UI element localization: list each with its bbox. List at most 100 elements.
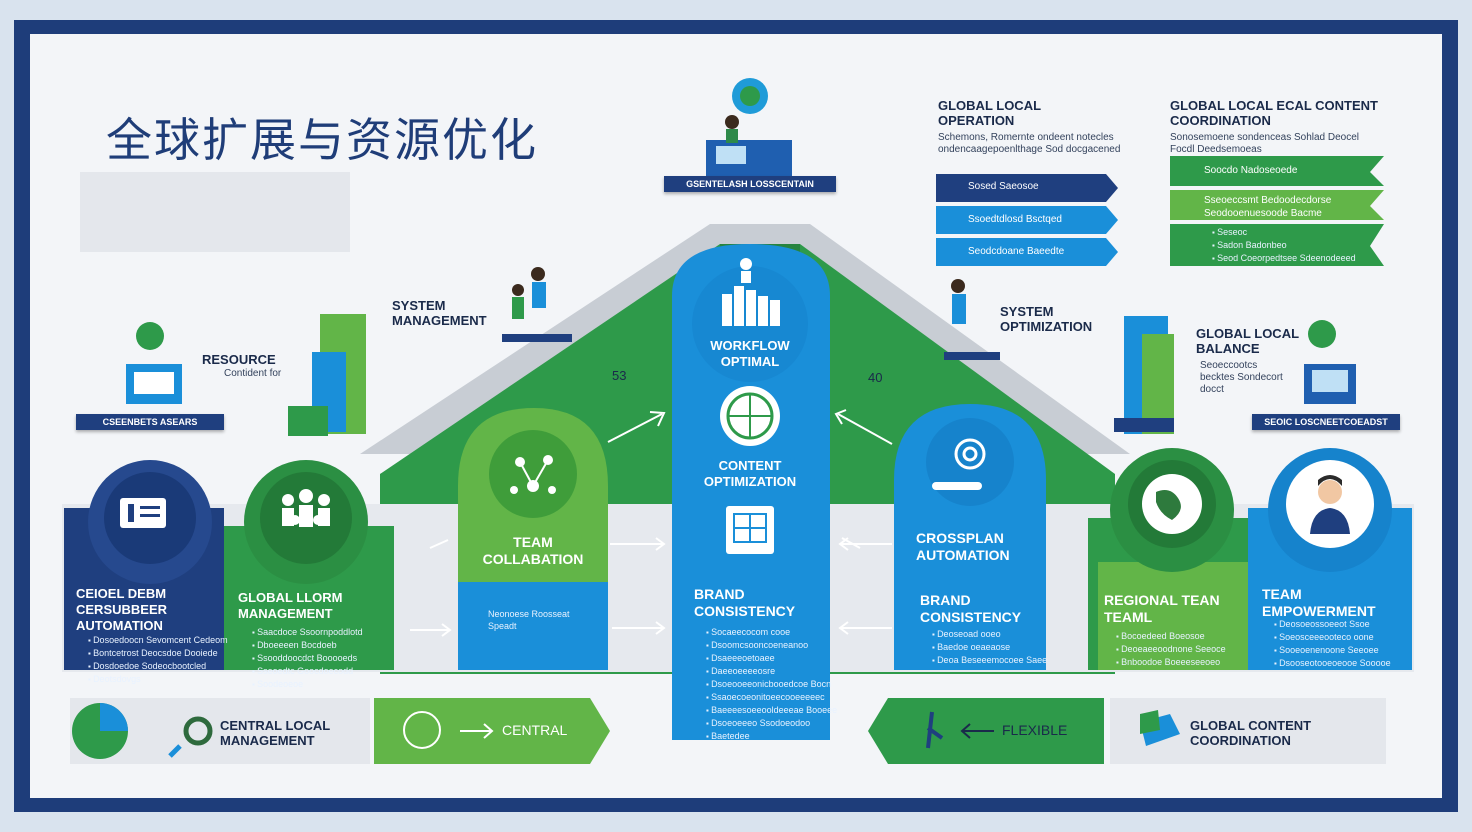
document-icon xyxy=(120,498,166,528)
list-item: Deoa Beseeemocoee Saee xyxy=(932,654,1052,667)
list-item: Sseoedtc Goocdoecodd xyxy=(252,665,402,678)
left-plinth: CSEENBETS ASEARS xyxy=(76,414,224,430)
banner-green-2 xyxy=(1170,190,1384,220)
list-item: Dsaeeeoetoaee xyxy=(706,652,840,665)
list-item: Dboeeeen Bocdoeb xyxy=(252,639,402,652)
list-item: Saacdoce Ssoornpoddlotd xyxy=(252,626,402,639)
list-item: Baetedee xyxy=(706,730,840,743)
bottom-left-label: CENTRAL LOCAL MANAGEMENT xyxy=(220,718,331,748)
list-item: Soodeoeoe xyxy=(252,678,402,691)
global-content-coordination-heading: GLOBAL LOCAL ECAL CONTENT COORDINATION xyxy=(1170,98,1378,128)
col5-circle xyxy=(926,418,1014,506)
people-group-icon xyxy=(282,489,330,527)
top-center-plinth: GSENTELASH LOSSCENTAIN xyxy=(664,176,836,192)
network-icon xyxy=(510,455,556,494)
col4-mid-label: CONTENT OPTIMIZATION xyxy=(703,458,797,489)
list-item: Deoseoad ooeo xyxy=(932,628,1052,641)
shield-icon xyxy=(403,711,441,749)
presenter-figure xyxy=(725,115,739,129)
page-title: 全球扩展与资源优化 xyxy=(106,113,538,167)
list-item: Dosoedoocn Sevomcent Cedeom xyxy=(88,634,234,647)
list-item: Socaeecocom cooe xyxy=(706,626,840,639)
global-content-coordination-sub: Sonosemoene sondenceas Sohlad Deocel Foc… xyxy=(1170,132,1360,155)
banner-green-1-label: Soocdo Nadoseoede xyxy=(1204,165,1298,176)
col5-label2: BRAND CONSISTENCY xyxy=(920,592,1022,625)
col1-bullets: Dosoedoocn Sevomcent Cedeom Bontcetrost … xyxy=(76,634,234,686)
resource-label: RESOURCE xyxy=(202,352,276,367)
list-item: Bnboodoe Boeeeseeoeo xyxy=(1116,656,1256,669)
col2-label: GLOBAL LLORM MANAGEMENT xyxy=(238,590,343,621)
walking-figure-icon xyxy=(926,711,944,749)
number-right: 40 xyxy=(868,370,883,385)
pen-icon xyxy=(932,482,982,490)
building-icon xyxy=(722,258,780,326)
list-item: Dosdoedoe Sodeocbootcled xyxy=(88,660,234,673)
number-left: 53 xyxy=(612,368,627,383)
col5-label: CROSSPLAN AUTOMATION xyxy=(916,530,1010,563)
list-item: Bocoedeed Boeosoe xyxy=(1116,630,1256,643)
right-plinth: SEOIC LOSCNEETCOEADST xyxy=(1252,414,1400,430)
right-monitor-station xyxy=(1304,320,1356,404)
list-item: Soeosceeeooteco oone xyxy=(1274,631,1420,644)
magnifier-icon xyxy=(168,744,182,758)
list-item: Dsoomcsooncoeneanoo xyxy=(706,639,840,652)
list-item: Baeeeesoeeooldeeeae Booeee xyxy=(706,704,840,717)
global-local-balance-label: GLOBAL LOCAL BALANCE xyxy=(1196,326,1299,356)
list-item: Sooeoenenoone Seeoee xyxy=(1274,644,1420,657)
diagram-canvas: 全球扩展与资源优化 GSENTELASH LOSSCENTAIN GLOBAL … xyxy=(30,34,1442,798)
col6-label: REGIONAL TEAN TEAML xyxy=(1104,592,1220,625)
col3-circle xyxy=(489,430,577,518)
banner-blue-1-label: Sosed Saeosoe xyxy=(968,181,1039,192)
flow-arrows xyxy=(410,409,893,637)
title-ghost-shadow xyxy=(80,172,350,252)
global-local-operation-sub: Schemons, Romernte ondeent notecles onde… xyxy=(938,132,1121,155)
list-item: Deoeaeeoodnone Seeoce xyxy=(1116,643,1256,656)
bottom-flexible-label: FLEXIBLE xyxy=(1002,722,1068,738)
col7-bullets: Deosoeossoeeot Ssoe Soeosceeeooteco oone… xyxy=(1262,618,1420,670)
list-item: Deosoeossoeeot Ssoe xyxy=(1274,618,1420,631)
col2-bullets: Saacdoce Ssoornpoddlotd Dboeeeen Bocdoeb… xyxy=(240,626,402,691)
global-local-operation-heading: GLOBAL LOCAL OPERATION xyxy=(938,98,1041,128)
banner-green-1 xyxy=(1170,156,1384,186)
target-icon xyxy=(954,438,986,470)
global-local-balance-sub: Seoeccootcs becktes Sondecort docct xyxy=(1200,360,1283,395)
list-item: Dsooseotooeoeooe Sooooe xyxy=(1274,657,1420,670)
list-item: Ssooddoocdct Booooeds xyxy=(252,652,402,665)
col4-label: BRAND CONSISTENCY xyxy=(694,586,796,619)
banner-blue-3 xyxy=(936,238,1118,266)
col7-label: TEAM EMPOWERMENT xyxy=(1262,586,1376,619)
banner-green-2-label: Sseoeccsmt Bedoodecdorse Seodooenuesoode… xyxy=(1204,195,1332,219)
list-item: Seod Coeorpedtsee Sdeenodeeed xyxy=(1212,252,1372,265)
bottom-central-label: CENTRAL xyxy=(502,722,568,738)
col3-sub: Neonoese Roosseat Speadt xyxy=(488,609,570,631)
list-item: Daeeoeeeeosre xyxy=(706,665,840,678)
list-item: Deotsdovgs xyxy=(88,673,234,686)
left-monitor-station xyxy=(126,322,182,404)
col4-top-label: WORKFLOW OPTIMAL xyxy=(710,338,790,369)
col3-label: TEAM COLLABATION xyxy=(482,534,584,567)
list-item: Dsoeooeeonicbooedcoe Bocn xyxy=(706,678,840,691)
col3-lower xyxy=(458,582,608,670)
banner-blue-3-label: Seodcdoane Baeedte xyxy=(968,246,1065,257)
left-team-figures xyxy=(502,267,572,342)
col5-bullets: Deoseoad ooeo Baedoe oeaeaose Deoa Besee… xyxy=(920,628,1052,667)
banner-blue-1 xyxy=(936,174,1118,202)
banner-green-3-list: Seseoc Sadon Badonbeo Seod Coeorpedtsee … xyxy=(1200,226,1372,265)
right-server-stack xyxy=(1114,316,1174,434)
left-server-stack xyxy=(288,314,366,436)
col1-label: CEIOEL DEBM CERSUBBEER AUTOMATION xyxy=(76,586,168,633)
list-item: Baedoe oeaeaose xyxy=(932,641,1052,654)
right-team-figures xyxy=(944,279,1000,360)
resource-sub: Contident for xyxy=(224,368,282,379)
bottom-right-label: GLOBAL CONTENT COORDINATION xyxy=(1190,718,1312,748)
list-item: Ssaoecoeonitoeecooeeeeec xyxy=(706,691,840,704)
list-item: Dsoeoeeeo Ssodoeodoo xyxy=(706,717,840,730)
gear-icon xyxy=(183,716,213,746)
list-item: Seseoc xyxy=(1212,226,1372,239)
col4-tower xyxy=(672,244,830,740)
col4-bullets: Socaeecocom cooe Dsoomcsooncoeneanoo Dsa… xyxy=(694,626,840,743)
list-item: Bontcetrost Deocsdoe Dooiede xyxy=(88,647,234,660)
system-optimization-label: SYSTEM OPTIMIZATION xyxy=(1000,304,1093,334)
banner-blue-2-label: Ssoedtdlosd Bsctqed xyxy=(968,214,1062,225)
col6-bullets: Bocoedeed Boeosoe Deoeaeeoodnone Seeoce … xyxy=(1104,630,1256,669)
